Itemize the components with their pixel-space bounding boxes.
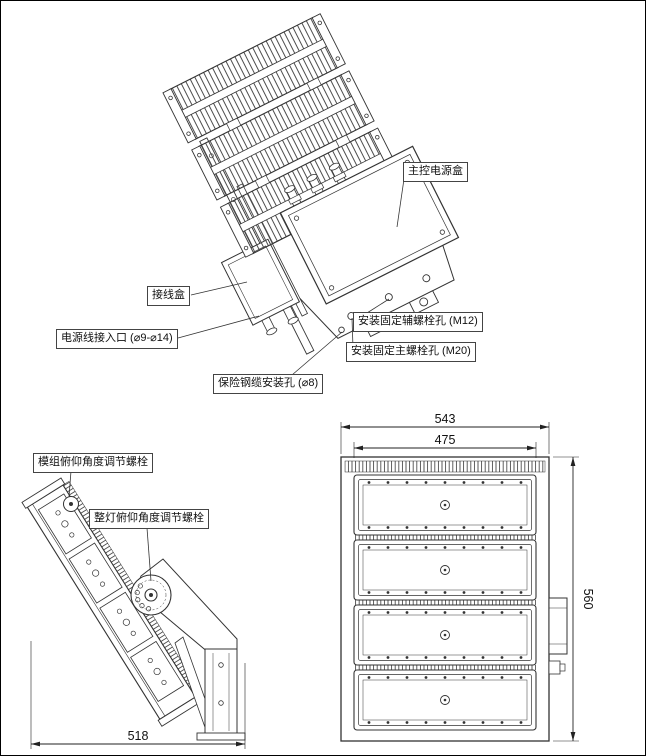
label-module-tilt-bolt: 模组俯仰角度调节螺栓	[33, 453, 153, 473]
label-power-entry: 电源线接入口 (⌀9-⌀14)	[56, 329, 178, 349]
dim-front-module-width: 475	[435, 433, 456, 447]
label-main-mount-hole: 安装固定主螺栓孔 (M20)	[346, 342, 476, 362]
aux-mount-hole	[384, 293, 393, 302]
fin-strip-top	[344, 460, 546, 473]
junction-box	[220, 238, 301, 336]
front-module-2	[353, 539, 537, 601]
fin-strip-gap	[354, 535, 536, 540]
main-power-box	[279, 145, 460, 305]
safety-cable-hole	[338, 326, 345, 334]
dim-475: 475	[353, 433, 537, 458]
label-safety-cable-hole: 保险钢缆安装孔 (⌀8)	[213, 374, 324, 394]
module-tilt-bolt	[63, 496, 79, 512]
side-view: 518	[21, 470, 246, 749]
base-plate	[196, 648, 246, 741]
dim-side-width: 518	[128, 729, 149, 743]
cable-glands	[284, 162, 347, 207]
front-module-4	[353, 669, 537, 731]
fin-strip-gap	[354, 665, 536, 670]
lamp-tilt-pivot	[130, 574, 172, 616]
front-module-3	[353, 604, 537, 666]
dim-543: 543	[340, 412, 550, 454]
dim-front-height: 560	[581, 589, 595, 610]
side-leader-lines	[68, 470, 152, 582]
dim-518: 518	[30, 641, 246, 749]
power-box-edge	[548, 597, 568, 675]
dim-560: 560	[553, 456, 595, 742]
iso-leader-lines	[177, 178, 405, 376]
label-main-power-box: 主控电源盒	[403, 162, 468, 182]
label-junction-box: 接线盒	[147, 286, 190, 306]
isometric-view	[162, 13, 460, 376]
label-aux-mount-hole: 安装固定辅螺栓孔 (M12)	[353, 312, 483, 332]
dim-front-outer-width: 543	[435, 412, 456, 426]
fin-strip-gap	[354, 600, 536, 605]
front-module-1	[353, 474, 537, 536]
label-lamp-tilt-bolt: 整灯俯仰角度调节螺栓	[89, 509, 209, 529]
front-view: 543 475 560	[340, 412, 595, 742]
